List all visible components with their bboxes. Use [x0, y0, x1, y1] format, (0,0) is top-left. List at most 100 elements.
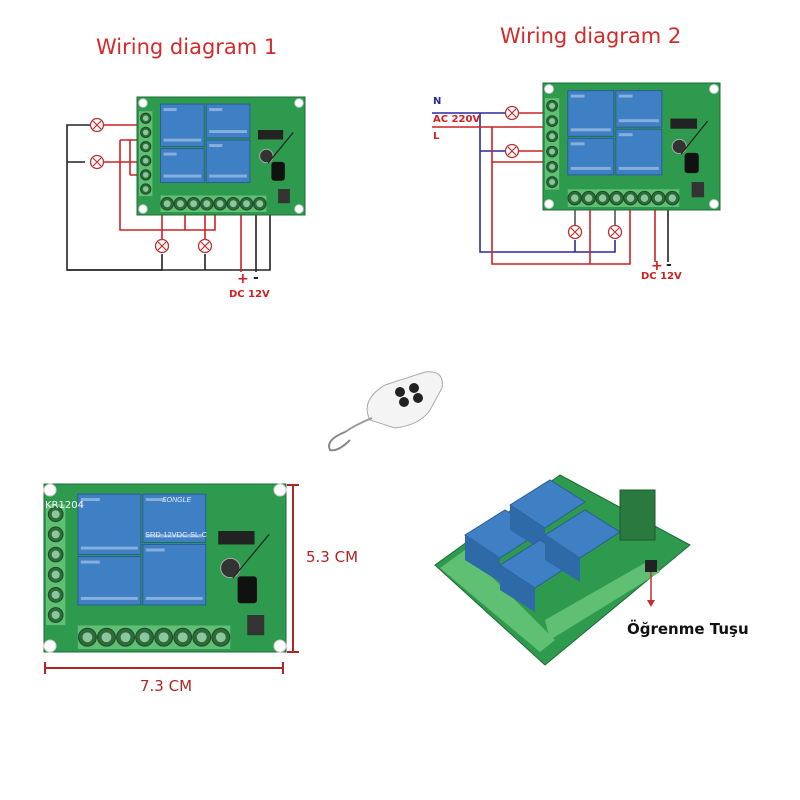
left-terminal-block [545, 98, 560, 190]
lamp-d2-3 [567, 224, 583, 240]
key-clasp [328, 431, 351, 452]
terminal-screw-head [549, 148, 556, 155]
ac-voltage-label: AC 220V [433, 114, 481, 125]
lamp-d2-1 [504, 105, 520, 121]
learn-button-arrowhead [647, 600, 655, 607]
lamp-cross [92, 120, 102, 130]
relay-side [465, 535, 500, 582]
mounting-hole [273, 483, 287, 497]
mounting-hole [43, 483, 57, 497]
terminal-screw-head [571, 194, 579, 202]
learn-button-label: Öğrenme Tuşu [627, 620, 749, 638]
relay-marking [145, 596, 203, 600]
dc-voltage-label-1: DC 12V [229, 289, 270, 300]
terminal-screw-head [51, 570, 60, 579]
mounting-hole [709, 199, 719, 209]
relay-logo [570, 94, 585, 98]
learn-button [691, 182, 705, 198]
dc-minus-label-1: - [253, 270, 259, 286]
relay-logo [209, 144, 223, 148]
relay-body [142, 493, 207, 543]
relay-side [500, 565, 535, 612]
relay-logo [570, 142, 585, 146]
terminal-screw-head [51, 530, 60, 539]
relay-body [77, 556, 142, 606]
terminal-screw-head [177, 632, 188, 643]
terminal-screw-head [196, 632, 207, 643]
terminal-screw-head [549, 133, 556, 140]
relay-logo [163, 108, 177, 112]
antenna-wire [232, 534, 270, 579]
relay [205, 139, 251, 184]
mounting-hole [273, 639, 287, 653]
relay-side [545, 535, 580, 582]
bottom-terminal-block [77, 625, 231, 649]
terminal-screw-head [82, 632, 93, 643]
relay-marking [80, 546, 138, 550]
terminal-screw-head [158, 632, 169, 643]
remote-button [395, 387, 405, 397]
relay-marking [570, 128, 611, 132]
terminal-screw-head [549, 179, 556, 186]
terminal-screw-head [612, 194, 621, 202]
terminal-screw-head [584, 194, 593, 202]
relay-marking [618, 166, 659, 170]
terminal-screw-head [142, 129, 149, 136]
key-ring [344, 417, 373, 433]
lamp-cross [157, 241, 167, 251]
ic-chip [670, 118, 697, 129]
relay-body [142, 543, 207, 606]
lamp-2 [89, 154, 105, 170]
lamp-cross [200, 241, 210, 251]
terminal-screw-head [229, 200, 237, 208]
relay [615, 128, 663, 176]
terminal-screw-head [549, 102, 556, 109]
terminal-screw-head [142, 115, 149, 122]
wiring-diagram-1-title: Wiring diagram 1 [96, 35, 278, 59]
learn-button [247, 615, 265, 636]
relay-marking [145, 534, 203, 538]
dc-plus-label-2: + [651, 258, 663, 274]
terminal-screw-head [101, 632, 112, 643]
terminal-screw-head [190, 200, 198, 208]
lamp-cross [92, 157, 102, 167]
relay [615, 90, 663, 128]
left-terminal-block [46, 504, 66, 626]
relay-body [77, 493, 142, 556]
relay-logo [163, 152, 177, 156]
lamp-d2-4 [607, 224, 623, 240]
ic-chip [257, 130, 284, 140]
terminal-screw-head [216, 200, 224, 208]
terminal-screw-head [163, 200, 171, 208]
relay [77, 493, 142, 556]
relay [160, 148, 205, 184]
relay-marking [80, 596, 138, 600]
live-label: L [433, 131, 440, 142]
antenna-wire [680, 120, 709, 155]
terminal-screw-head [142, 143, 149, 150]
relay-marking [163, 138, 202, 142]
relay-side [510, 505, 545, 552]
relay-marking [209, 130, 247, 134]
inductor-coil [684, 152, 699, 174]
mounting-hole [43, 639, 57, 653]
terminal-screw-head [654, 194, 663, 202]
lamp-cross [610, 227, 620, 237]
relay-logo [209, 108, 223, 112]
terminal-screw-head [51, 610, 60, 620]
terminal-screw-head [139, 632, 150, 643]
lamp-4 [197, 238, 213, 254]
terminal-screw-head [640, 194, 649, 202]
relay-board-dimensions [43, 483, 287, 653]
terminal-screw-head [176, 200, 184, 208]
wire-black-3 [67, 254, 163, 271]
relay [77, 556, 142, 606]
terminal-screw-head [120, 632, 131, 643]
terminal-screw-head [51, 550, 60, 559]
remote-button [413, 393, 423, 403]
terminal-screw-head [549, 118, 556, 125]
relay-marking [163, 174, 202, 178]
dc-minus-label-2: - [666, 257, 672, 273]
learn-button [278, 189, 290, 204]
